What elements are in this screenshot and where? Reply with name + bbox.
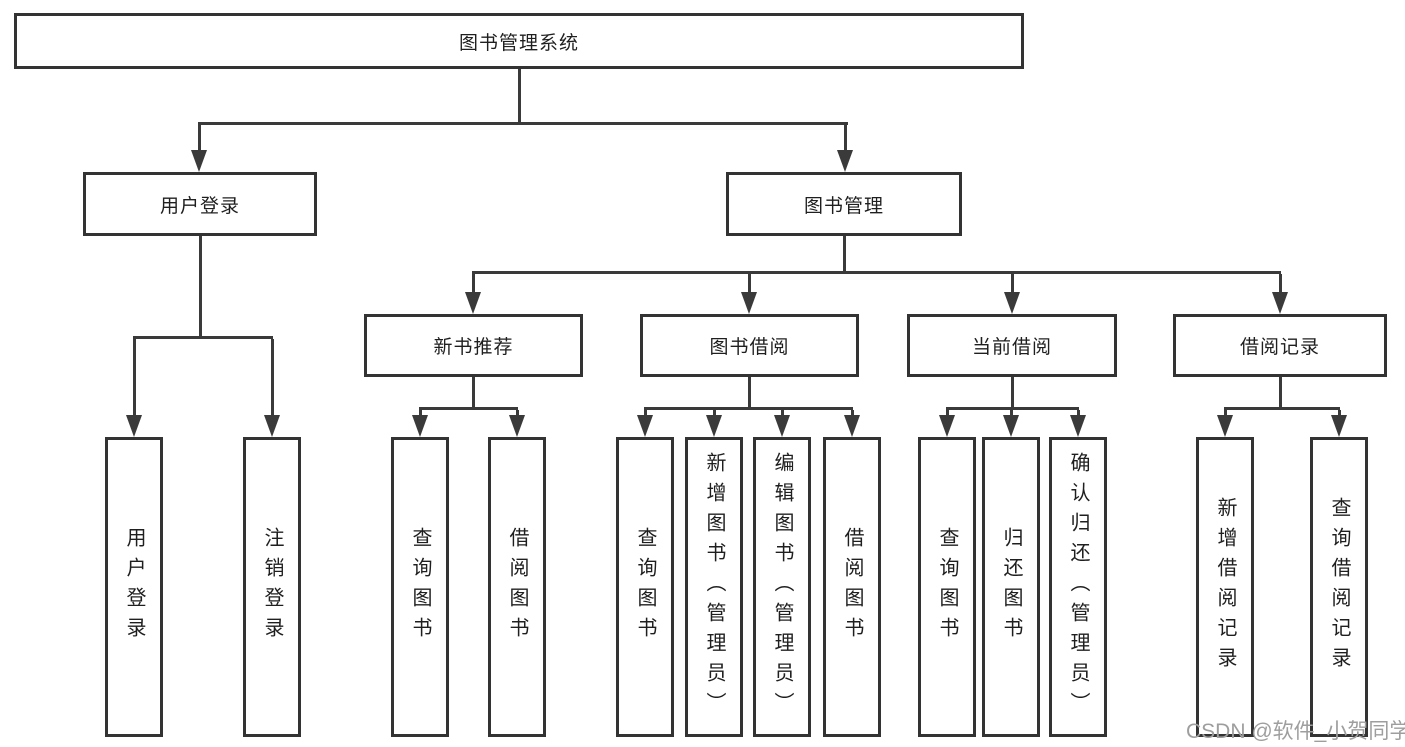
connector-line: [644, 407, 853, 410]
arrow-down-icon: [1331, 415, 1347, 437]
node-label: 借阅图书: [841, 527, 863, 647]
arrow-down-icon: [126, 415, 142, 437]
node-label: 查询图书: [634, 527, 656, 647]
connector-line: [1338, 410, 1341, 416]
connector-line: [271, 339, 274, 415]
arrow-down-icon: [741, 292, 757, 314]
node-new-book-recommendation: 新书推荐: [364, 314, 583, 377]
arrow-down-icon: [939, 415, 955, 437]
connector-line: [851, 410, 854, 416]
arrow-down-icon: [1004, 292, 1020, 314]
leaf-return-book: 归还图书: [982, 437, 1040, 737]
connector-line: [1279, 377, 1282, 407]
connector-line: [1224, 410, 1227, 416]
node-book-management: 图书管理: [726, 172, 962, 236]
connector-line: [1010, 410, 1013, 416]
arrow-down-icon: [1070, 415, 1086, 437]
arrow-down-icon: [637, 415, 653, 437]
node-label: 新增借阅记录: [1214, 497, 1236, 677]
arrow-down-icon: [191, 150, 207, 172]
connector-line: [781, 410, 784, 416]
node-label: 图书管理: [803, 195, 884, 217]
leaf-logout: 注销登录: [243, 437, 301, 737]
arrow-down-icon: [1003, 415, 1019, 437]
arrow-down-icon: [774, 415, 790, 437]
node-current-borrowing: 当前借阅: [907, 314, 1117, 377]
node-label: 图书管理系统: [458, 32, 579, 54]
connector-line: [1011, 377, 1014, 407]
node-borrowing-records: 借阅记录: [1173, 314, 1387, 377]
connector-line: [133, 339, 136, 415]
leaf-edit-book-admin: 编辑图书（管理员）: [753, 437, 811, 737]
connector-line: [472, 271, 1281, 274]
node-label: 用户登录: [123, 527, 145, 647]
arrow-down-icon: [264, 415, 280, 437]
connector-line: [199, 236, 202, 336]
leaf-confirm-return-admin: 确认归还（管理员）: [1049, 437, 1107, 737]
leaf-add-book-admin: 新增图书（管理员）: [685, 437, 743, 737]
connector-line: [713, 410, 716, 416]
leaf-add-borrow-record: 新增借阅记录: [1196, 437, 1254, 737]
node-label: 查询图书: [409, 527, 431, 647]
connector-line: [472, 274, 475, 292]
arrow-down-icon: [412, 415, 428, 437]
leaf-query-books-recommend: 查询图书: [391, 437, 449, 737]
node-label: 图书借阅: [709, 337, 790, 358]
connector-line: [644, 410, 647, 416]
arrow-down-icon: [465, 292, 481, 314]
connector-line: [1224, 407, 1340, 410]
arrow-down-icon: [1217, 415, 1233, 437]
connector-line: [419, 410, 422, 416]
node-library-management-system: 图书管理系统: [14, 13, 1024, 69]
csdn-watermark: CSDN @软件_小贺同学: [1186, 720, 1405, 743]
node-label: 借阅图书: [506, 527, 528, 647]
connector-line: [518, 69, 521, 122]
node-label: 编辑图书（管理员）: [771, 452, 793, 722]
node-label: 新书推荐: [433, 337, 514, 358]
connector-line: [843, 236, 846, 271]
node-label: 用户登录: [159, 195, 240, 217]
connector-line: [198, 125, 201, 151]
leaf-borrow-books-recommend: 借阅图书: [488, 437, 546, 737]
connector-line: [946, 410, 949, 416]
node-user-login: 用户登录: [83, 172, 317, 236]
node-label: 归还图书: [1000, 527, 1022, 647]
leaf-borrow-books-borrowing: 借阅图书: [823, 437, 881, 737]
leaf-query-borrow-record: 查询借阅记录: [1310, 437, 1368, 737]
node-label: 借阅记录: [1239, 337, 1320, 358]
leaf-user-login: 用户登录: [105, 437, 163, 737]
node-label: 当前借阅: [971, 337, 1052, 358]
connector-line: [419, 407, 518, 410]
connector-line: [1011, 274, 1014, 292]
arrow-down-icon: [509, 415, 525, 437]
connector-line: [133, 336, 273, 339]
arrow-down-icon: [1272, 292, 1288, 314]
leaf-query-books-current: 查询图书: [918, 437, 976, 737]
node-label: 确认归还（管理员）: [1067, 452, 1089, 722]
connector-line: [844, 125, 847, 151]
node-label: 查询借阅记录: [1328, 497, 1350, 677]
arrow-down-icon: [844, 415, 860, 437]
leaf-query-books-borrowing: 查询图书: [616, 437, 674, 737]
arrow-down-icon: [837, 150, 853, 172]
connector-line: [472, 377, 475, 407]
connector-line: [198, 122, 848, 125]
connector-line: [1279, 274, 1282, 292]
node-label: 新增图书（管理员）: [703, 452, 725, 722]
arrow-down-icon: [706, 415, 722, 437]
connector-line: [1077, 410, 1080, 416]
connector-line: [516, 410, 519, 416]
connector-line: [748, 274, 751, 292]
connector-line: [946, 407, 1079, 410]
node-label: 注销登录: [261, 527, 283, 647]
node-label: 查询图书: [936, 527, 958, 647]
connector-line: [748, 377, 751, 407]
node-book-borrowing: 图书借阅: [640, 314, 859, 377]
